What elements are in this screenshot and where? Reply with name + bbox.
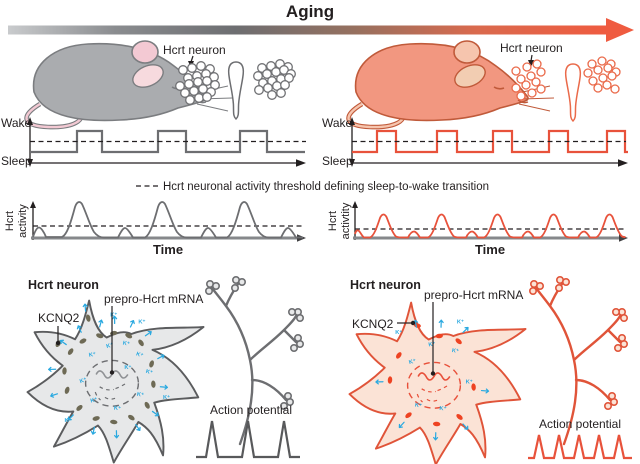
activity-ylabel-line1: Hcrt bbox=[327, 211, 339, 231]
aging-title: Aging bbox=[286, 2, 334, 21]
mrna-pointer-dot-icon bbox=[109, 370, 115, 375]
axon-arbor-young bbox=[205, 276, 304, 444]
hypnogram-young: Wake Sleep bbox=[1, 116, 306, 168]
hcrt-neuron-label-young: Hcrt neuron bbox=[163, 43, 226, 57]
hcrt-activity-trace-young bbox=[32, 201, 303, 239]
hcrt-neuron-label-aged: Hcrt neuron bbox=[500, 41, 563, 55]
kcnq2-label-young: KCNQ2 bbox=[38, 311, 80, 325]
hcrt-cluster-right-aged bbox=[583, 56, 621, 94]
hcrt-cluster-left-young bbox=[175, 61, 220, 105]
hypnogram-aged: Wake Sleep bbox=[322, 116, 628, 168]
hcrt-pointer-arrowhead-icon bbox=[528, 60, 534, 67]
threshold-legend: Hcrt neuronal activity threshold definin… bbox=[136, 181, 489, 193]
sleep-wake-trace-young bbox=[30, 129, 305, 154]
sleep-label: Sleep bbox=[1, 154, 32, 168]
activity-ylabel-line2: activity bbox=[17, 204, 29, 238]
action-potential-label-aged: Action potential bbox=[539, 417, 621, 431]
mrna-label-aged: prepro-Hcrt mRNA bbox=[424, 288, 523, 302]
mrna-label-young: prepro-Hcrt mRNA bbox=[104, 292, 203, 306]
activity-plot-young: Hcrt activity Time bbox=[4, 201, 306, 257]
third-ventricle-young bbox=[228, 62, 244, 119]
time-axis-label: Time bbox=[153, 242, 183, 257]
action-potential-trace-young bbox=[196, 420, 300, 459]
time-axis-label: Time bbox=[475, 242, 505, 257]
wake-label: Wake bbox=[1, 116, 32, 130]
mrna-pointer-dot-icon bbox=[430, 371, 436, 376]
activity-ylabel-line2: activtity bbox=[340, 202, 352, 239]
hcrt-cluster-right-young bbox=[253, 59, 296, 100]
kcnq2-pointer-dot-icon bbox=[55, 340, 61, 346]
legend-text: Hcrt neuronal activity threshold definin… bbox=[163, 181, 489, 193]
kcnq2-pointer-dot-icon bbox=[410, 320, 416, 326]
hcrt-cluster-left-aged bbox=[511, 59, 546, 101]
sleep-label: Sleep bbox=[322, 154, 353, 168]
third-ventricle-aged bbox=[565, 64, 581, 121]
aging-gradient-arrow bbox=[8, 25, 606, 35]
wake-label: Wake bbox=[322, 116, 353, 130]
activity-ylabel-line1: Hcrt bbox=[4, 211, 16, 231]
aging-arrowhead-icon bbox=[606, 18, 634, 42]
action-potential-trace-aged bbox=[528, 434, 632, 460]
neuron-title-young: Hcrt neuron bbox=[28, 278, 99, 292]
neuron-title-aged: Hcrt neuron bbox=[350, 278, 421, 292]
hcrt-activity-trace-aged bbox=[354, 213, 626, 239]
activity-plot-aged: Hcrt activtity Time bbox=[327, 201, 628, 257]
kcnq2-label-aged: KCNQ2 bbox=[352, 317, 394, 331]
action-potential-label-young: Action potential bbox=[210, 403, 292, 417]
